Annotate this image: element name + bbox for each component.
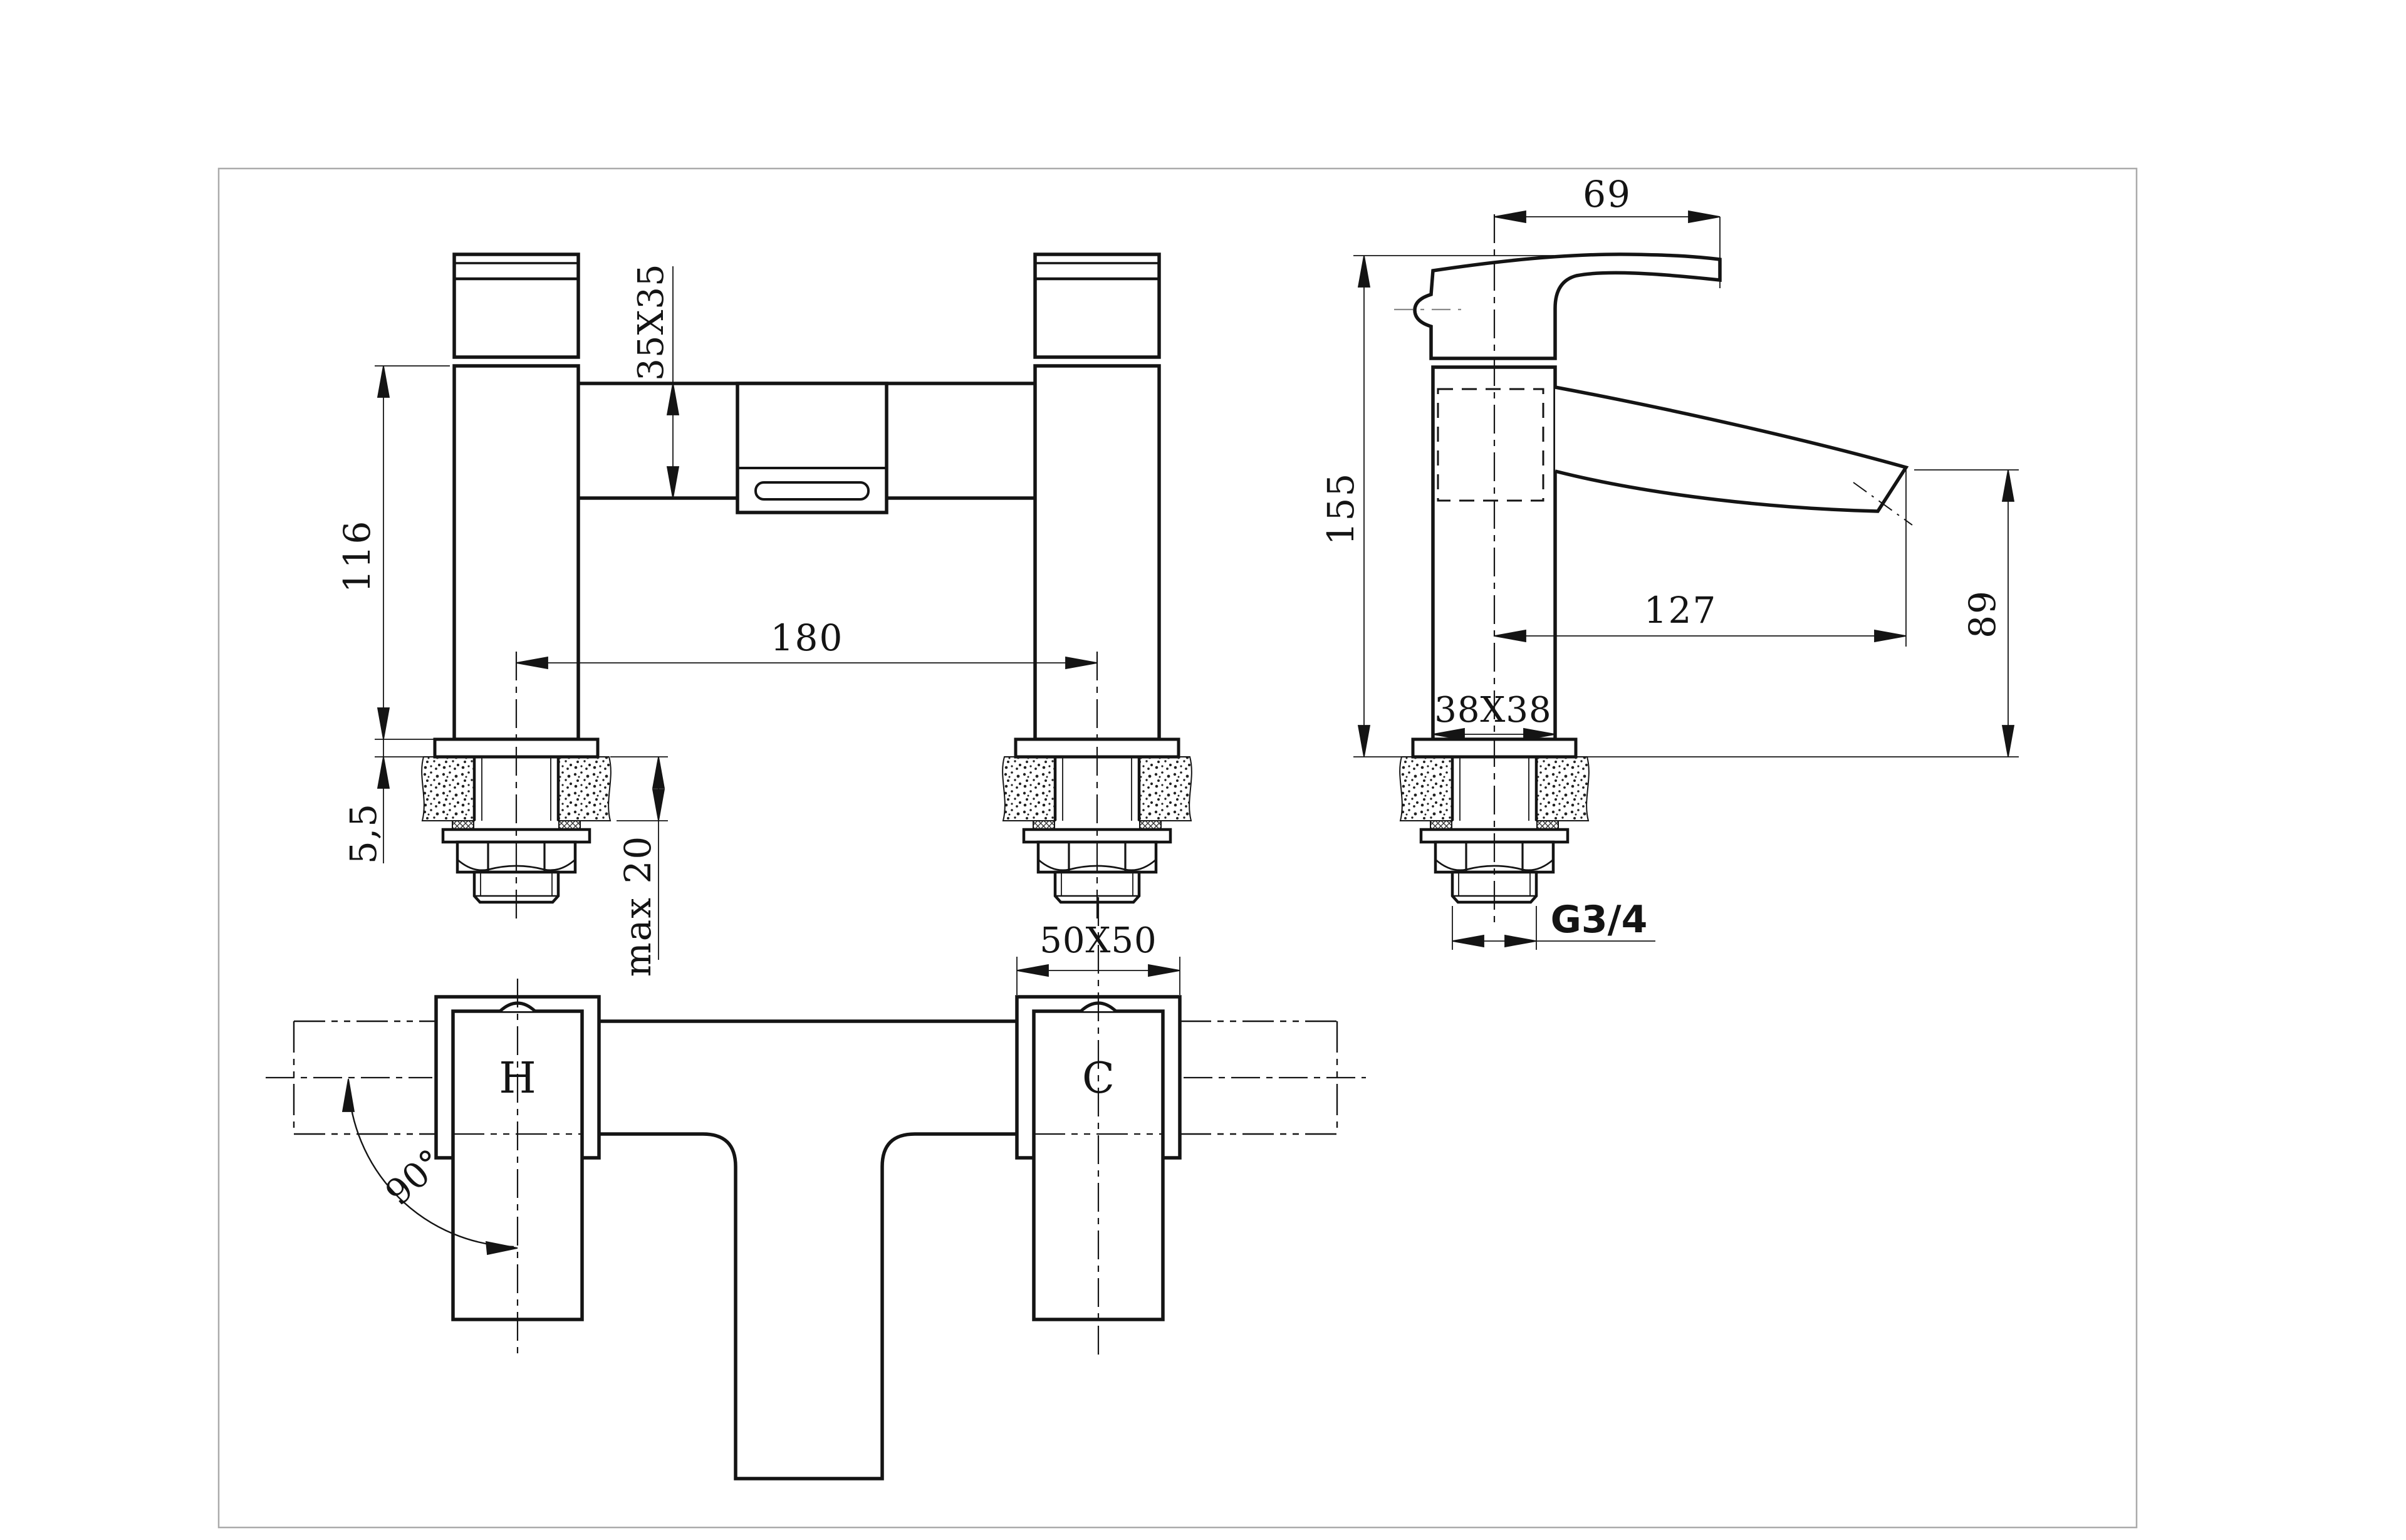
hot-handle-front <box>452 252 580 359</box>
plan-spout-stem <box>702 1132 915 1480</box>
dim-max20-label: max 20 <box>617 835 659 977</box>
dim-180-label: 180 <box>771 617 844 659</box>
dim-g34-label: G3/4 <box>1551 898 1648 942</box>
side-lever-handle <box>1413 252 1722 360</box>
hot-pillar <box>452 364 580 741</box>
spout-axis <box>1853 482 1913 526</box>
dim-50x50-label: 50X50 <box>1039 920 1157 961</box>
plan-view <box>266 897 1366 1480</box>
front-view <box>422 252 1192 922</box>
side-spout <box>1555 385 1909 513</box>
sheet-border <box>217 167 2138 1529</box>
plan-view-dimensions <box>341 957 1180 1256</box>
hot-label: H <box>499 1054 536 1103</box>
dim-5-5-label: 5,5 <box>342 803 385 864</box>
hidden-waterway <box>1437 388 1544 502</box>
dim-35x35-label: 35X35 <box>631 263 672 380</box>
dim-127-label: 127 <box>1644 589 1717 632</box>
side-view <box>1353 214 2019 922</box>
cold-pillar <box>1033 364 1161 741</box>
front-view-dimensions <box>375 266 1098 960</box>
cold-handle-front <box>1033 252 1161 359</box>
dim-89-label: 89 <box>1961 590 2004 638</box>
waterfall-slot <box>754 481 870 501</box>
side-view-dimensions <box>1353 210 2019 950</box>
dim-38x38-label: 38X38 <box>1434 690 1551 731</box>
cold-label: C <box>1082 1054 1115 1103</box>
dim-69-label: 69 <box>1583 173 1632 216</box>
dim-116-label: 116 <box>336 520 378 593</box>
dim-155-label: 155 <box>1320 472 1362 546</box>
